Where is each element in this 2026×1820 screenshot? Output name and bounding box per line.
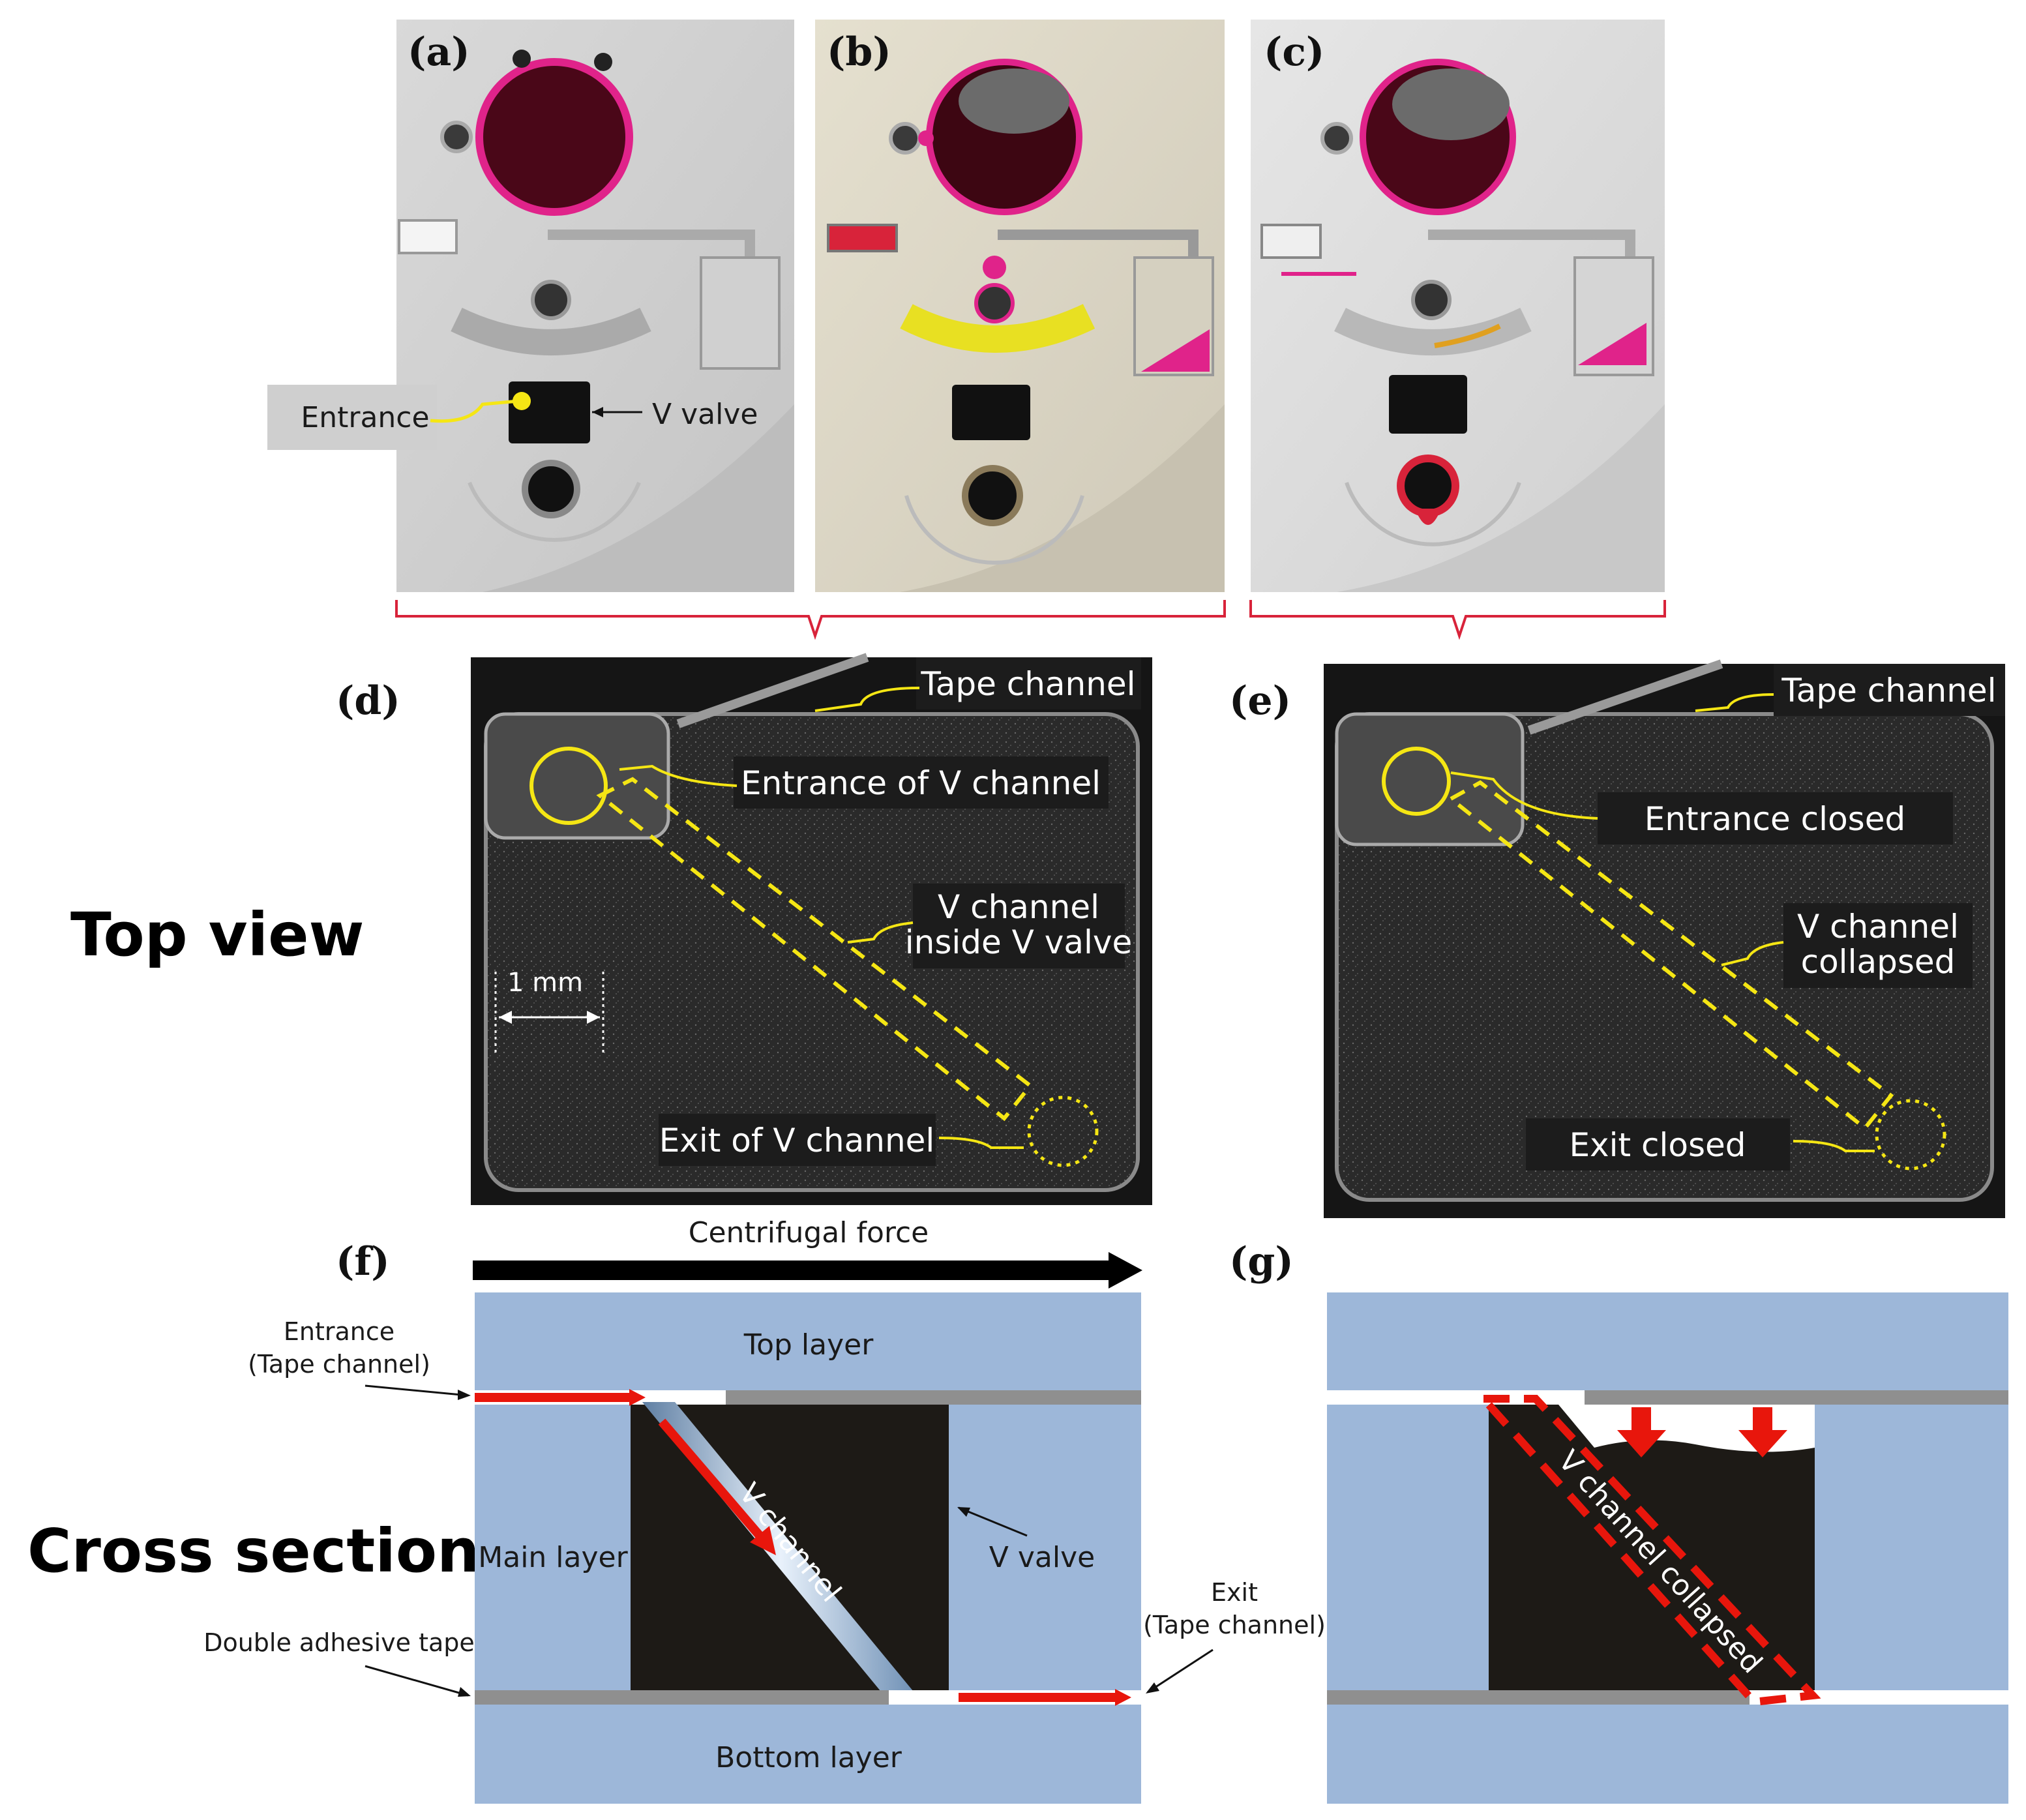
photo-panel-b: (b) <box>815 20 1225 592</box>
collapsed-v-channel-outline <box>1474 1395 1821 1707</box>
top-view-panel-e: Tape channel Entrance closed V channel c… <box>1324 659 2005 1218</box>
exit-closed-label: Exit closed <box>1569 1126 1746 1164</box>
entrance-closed-label: Entrance closed <box>1645 800 1905 838</box>
entrance-label-box <box>267 385 437 450</box>
double-adhesive-tape-label: Double adhesive tape <box>203 1628 475 1657</box>
exit-cross-label-2: (Tape channel) <box>1143 1611 1326 1639</box>
top-view-panel-d: 1 mm Tape channel Entrance of V channel … <box>471 653 1152 1205</box>
top-view-label: Top view <box>70 900 365 970</box>
panel-label-g: (g) <box>1229 1239 1294 1285</box>
scale-label: 1 mm <box>507 968 583 998</box>
v-valve-cross-label: V valve <box>989 1541 1095 1574</box>
v-valve-label: V valve <box>652 398 758 431</box>
v-channel-flow-arrow <box>658 1418 764 1539</box>
double-adhesive-tape-top <box>726 1390 1141 1405</box>
entrance-cross-label-2: (Tape channel) <box>248 1350 430 1379</box>
v-channel-collapsed-label-2: collapsed <box>1801 943 1956 981</box>
entrance-circle <box>529 747 608 825</box>
cross-section-panel-f: Top layer Main layer V valve V channel B… <box>475 1292 1141 1804</box>
exit-cross-label-1: Exit <box>1211 1578 1258 1607</box>
panel-label-e: (e) <box>1229 678 1291 724</box>
v-channel-inside-label-1: V channel <box>938 888 1099 926</box>
bottom-layer <box>475 1705 1141 1804</box>
v-channel-inside-label-2: inside V valve <box>905 923 1133 961</box>
compression-arrow-2 <box>1738 1430 1787 1457</box>
bracket-ab <box>395 600 1226 640</box>
double-adhesive-tape-bottom <box>475 1690 889 1705</box>
panel-label-b: (b) <box>827 29 891 75</box>
top-layer <box>475 1292 1141 1390</box>
tape-channel <box>676 653 869 728</box>
cross-section-panel-g: V channel collapsed <box>1327 1292 2008 1804</box>
main-layer-label: Main layer <box>478 1541 628 1574</box>
top-layer-label: Top layer <box>743 1328 874 1362</box>
photo-panel-a: Entrance V valve (a) <box>267 20 794 592</box>
v-channel-collapsed-label-1: V channel <box>1797 908 1959 946</box>
bottom-layer-label: Bottom layer <box>715 1741 902 1774</box>
exit-circle <box>1027 1096 1099 1167</box>
panel-label-f: (f) <box>336 1239 390 1285</box>
collapsed-v-valve <box>1489 1405 1815 1690</box>
centrifugal-force-label: Centrifugal force <box>689 1216 929 1249</box>
exit-of-v-channel-label: Exit of V channel <box>659 1122 935 1159</box>
entrance-of-v-channel-label: Entrance of V channel <box>741 764 1101 802</box>
panel-label-c: (c) <box>1264 29 1324 75</box>
v-valve <box>509 381 590 443</box>
reservoir-chamber <box>475 58 633 216</box>
compression-arrow-1 <box>1617 1430 1666 1457</box>
entrance-label: Entrance <box>301 401 429 434</box>
bracket-c <box>1249 600 1666 640</box>
tape-channel-label-d: Tape channel <box>920 665 1135 703</box>
panel-label-a: (a) <box>408 29 470 75</box>
entrance-dot <box>513 392 531 410</box>
panel-label-d: (d) <box>336 678 400 724</box>
photo-panel-c: (c) <box>1251 20 1665 592</box>
tape-channel-label-e: Tape channel <box>1781 672 1996 709</box>
cross-section-label: Cross section <box>27 1516 480 1586</box>
entrance-cross-label-1: Entrance <box>284 1317 395 1346</box>
